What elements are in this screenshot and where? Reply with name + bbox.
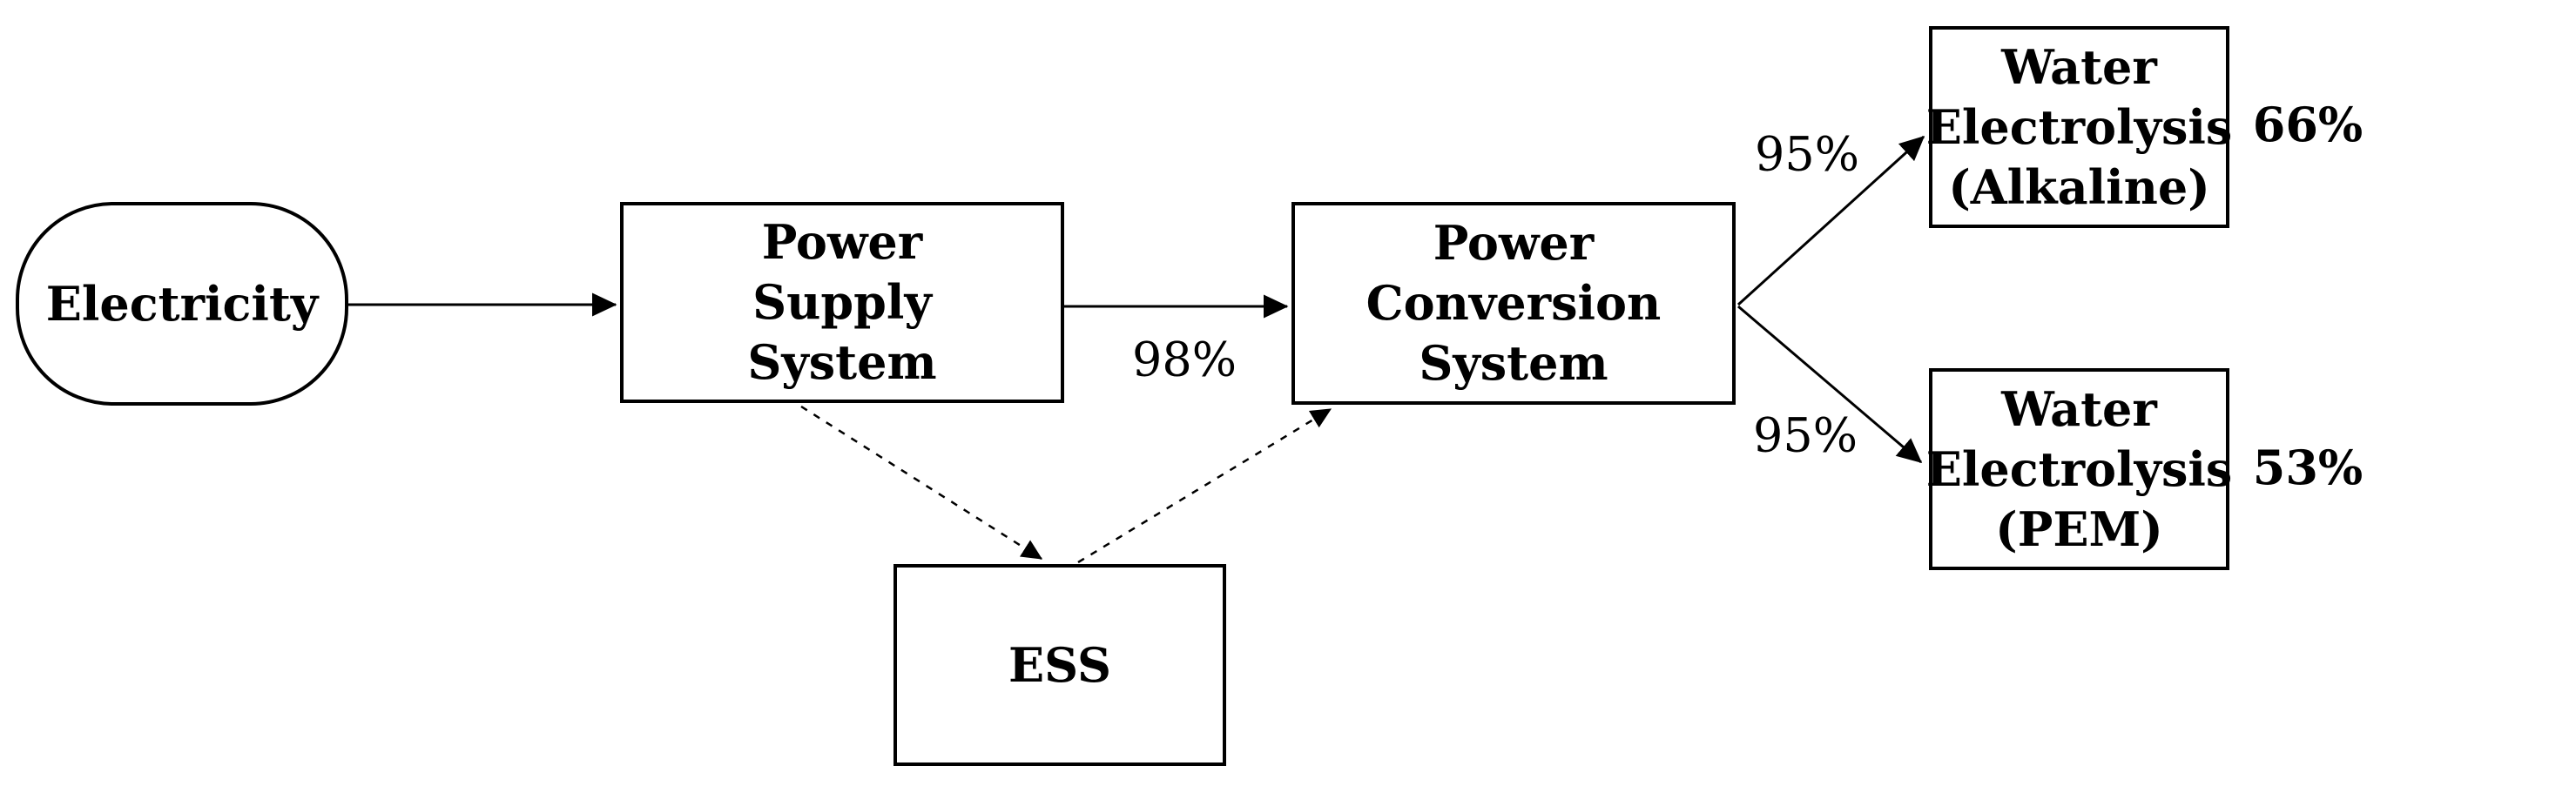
node-power-conversion-line2: Conversion (1366, 275, 1662, 331)
node-water-electrolysis-pem: Water Electrolysis (PEM) (1926, 368, 2232, 570)
dashed-arrow-ess-to-power-conversion (1077, 407, 1332, 564)
efficiency-label-pem: 53% (2252, 440, 2364, 495)
node-power-conversion-line1: Power (1433, 215, 1595, 271)
efficiency-label-alkaline: 66% (2252, 97, 2364, 152)
node-power-supply-system: Power Supply System (620, 202, 1064, 403)
edge-label-95-percent-top: 95% (1754, 126, 1860, 182)
dashed-arrow-power-supply-to-ess (800, 405, 1043, 561)
arrow-power-conversion-to-alkaline (1736, 135, 1925, 306)
node-power-supply-line1: Power (761, 214, 923, 270)
node-pem-line2: Electrolysis (1925, 440, 2233, 497)
node-power-conversion-system: Power Conversion System (1291, 202, 1736, 405)
edge-label-95-percent-bottom: 95% (1752, 407, 1858, 463)
node-ess-label: ESS (1008, 636, 1111, 693)
arrow-power-conversion-to-pem (1737, 305, 1923, 464)
node-ess: ESS (894, 564, 1226, 766)
node-alkaline-line2: Electrolysis (1925, 98, 2233, 155)
node-water-electrolysis-alkaline: Water Electrolysis (Alkaline) (1926, 26, 2232, 228)
node-electricity: Electricity (16, 202, 348, 406)
edge-label-98-percent: 98% (1131, 332, 1237, 387)
node-pem-line1: Water (2001, 380, 2157, 437)
node-electricity-label: Electricity (45, 275, 319, 332)
node-power-supply-line2: Supply (752, 274, 932, 330)
node-power-supply-line3: System (747, 334, 937, 390)
node-power-conversion-line3: System (1419, 335, 1608, 391)
node-alkaline-line1: Water (2001, 38, 2157, 95)
node-alkaline-line3: (Alkaline) (1948, 158, 2210, 215)
node-pem-line3: (PEM) (1995, 500, 2163, 557)
